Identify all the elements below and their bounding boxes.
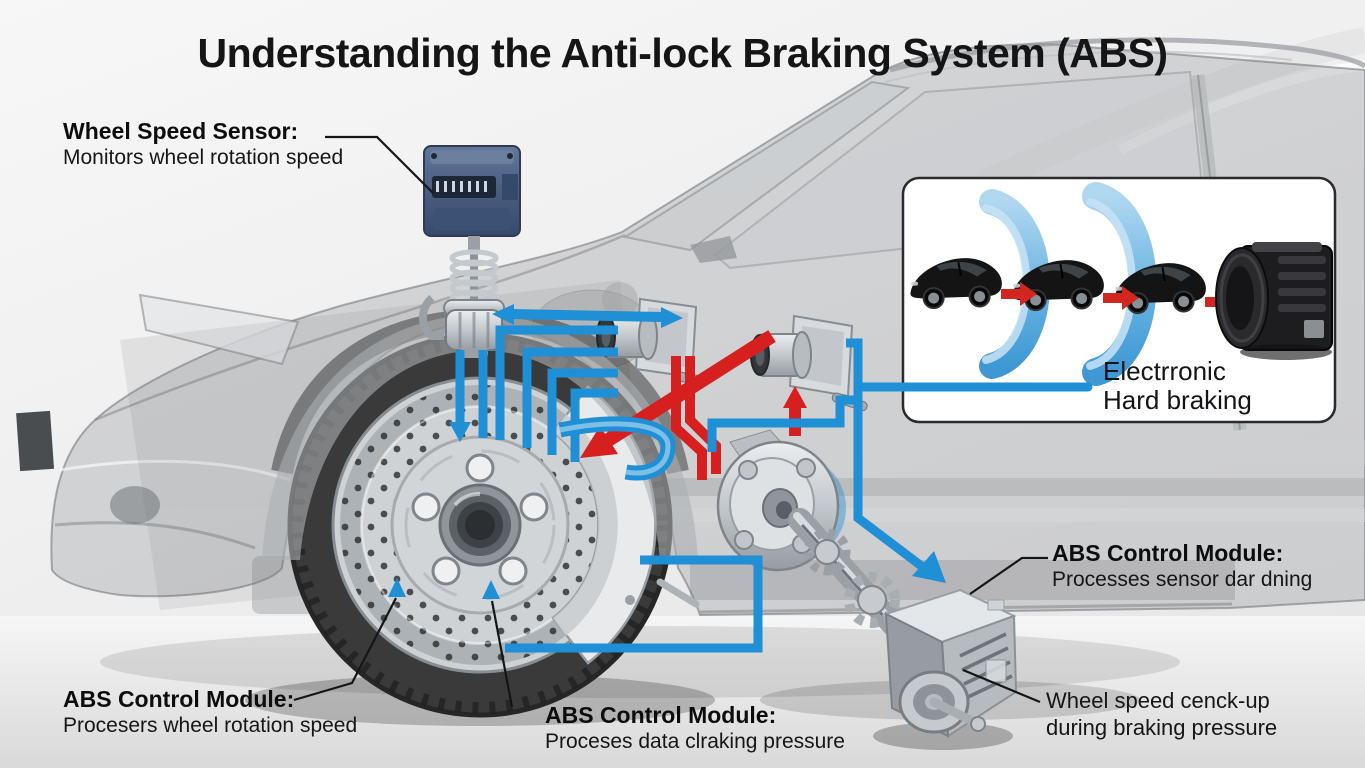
wheel-bolts: [411, 453, 549, 586]
line-step-2: [522, 347, 618, 448]
side-mirror: [690, 236, 737, 263]
module-shaft: [929, 697, 979, 727]
leader-bottom-right: [962, 668, 1041, 704]
fog-lamp: [85, 464, 185, 546]
red-flow-arrows: [580, 330, 807, 480]
leader-lines: [293, 135, 1048, 708]
red-pipe-1: [685, 356, 721, 474]
abs-control-module-unit: [873, 588, 1018, 750]
line-to-hub: [707, 395, 858, 452]
inset-caption: Electrronic Hard braking: [1103, 356, 1252, 415]
windshield: [622, 80, 911, 252]
line-to-module: [846, 338, 931, 575]
inset-panel: [901, 176, 1337, 424]
sensor-spring: [449, 249, 499, 307]
sensor-link-double-arrow: [511, 309, 664, 322]
disc-marker-2: [482, 580, 500, 599]
callout-abs-module-right: ABS Control Module: Processes sensor dar…: [1052, 540, 1312, 593]
callout-line1: Wheel speed cenck-up: [1046, 688, 1270, 713]
inset-caption-line2: Hard braking: [1103, 385, 1252, 415]
disc-marker-1: [388, 578, 406, 597]
callout-abs-module-bottom-left: ABS Control Module: Procesers wheel rota…: [63, 686, 357, 739]
front-trim: [16, 410, 55, 472]
callout-wheel-speed-bottom-right: Wheel speed cenck-up during braking pres…: [1046, 687, 1277, 741]
hydraulic-signal-lines: [388, 304, 1093, 653]
callout-body: Procesers wheel rotation speed: [63, 714, 358, 737]
leader-wheel-speed-sensor: [325, 135, 434, 194]
callout-heading: ABS Control Module:: [1052, 540, 1284, 566]
callout-wheel-speed-sensor: Wheel Speed Sensor: Monitors wheel rotat…: [63, 118, 343, 171]
callout-line2: during braking pressure: [1046, 715, 1278, 740]
inset-abs-unit: [1215, 242, 1333, 360]
line-step-4: [570, 388, 618, 462]
wheel-speed-sensor-unit: [419, 145, 521, 358]
red-pipe-2: [671, 356, 707, 480]
leader-bottom-left: [293, 597, 397, 702]
leader-abs-right: [969, 556, 1048, 595]
inset-caption-line1: Electrronic: [1103, 356, 1226, 386]
headlight: [138, 293, 300, 366]
callout-heading: ABS Control Module:: [63, 686, 295, 712]
callout-body: Proceses data clraking pressure: [545, 730, 845, 753]
line-step-3: [547, 368, 618, 455]
callout-heading: ABS Control Module:: [545, 702, 777, 728]
page-title: Understanding the Anti-lock Braking Syst…: [197, 30, 1169, 76]
callout-body: Monitors wheel rotation speed: [63, 146, 344, 169]
callout-heading: Wheel Speed Sensor:: [63, 118, 299, 144]
leader-bottom-center: [490, 600, 514, 708]
callout-abs-module-bottom-center: ABS Control Module: Proceses data clraki…: [545, 702, 845, 755]
line-under-wheel: [505, 555, 763, 653]
line-step-1: [495, 325, 618, 440]
bleed-screw: [656, 578, 700, 608]
callout-body: Processes sensor dar dning: [1052, 568, 1313, 591]
